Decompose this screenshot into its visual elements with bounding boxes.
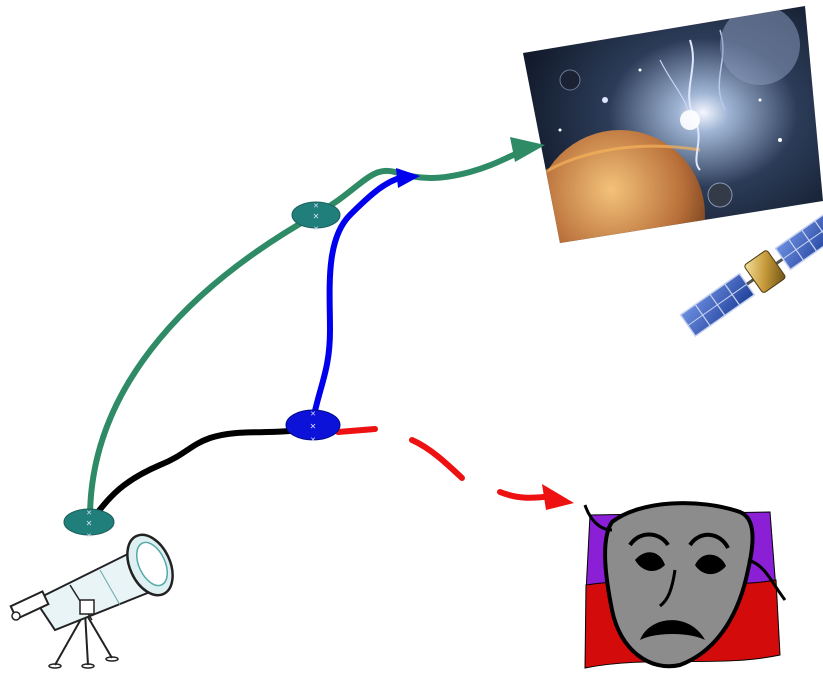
telescope-icon bbox=[9, 533, 174, 669]
svg-text:✕: ✕ bbox=[313, 212, 320, 221]
green-path bbox=[87, 147, 528, 521]
green-arrowhead bbox=[510, 137, 545, 162]
blue-path bbox=[310, 175, 403, 423]
svg-text:✕: ✕ bbox=[86, 519, 93, 528]
branch-node-blue: ✕ ✕ ✕ bbox=[285, 409, 341, 444]
black-path bbox=[89, 425, 315, 523]
svg-text:✕: ✕ bbox=[313, 202, 319, 210]
svg-text:✕: ✕ bbox=[310, 410, 316, 418]
start-node: ✕ ✕ ✕ bbox=[63, 508, 115, 540]
svg-text:✕: ✕ bbox=[310, 436, 316, 444]
satellite-icon bbox=[679, 211, 823, 338]
blue-arrowhead bbox=[396, 168, 420, 188]
red-path bbox=[335, 426, 574, 510]
svg-text:✕: ✕ bbox=[86, 509, 92, 517]
tragedy-mask-icon bbox=[583, 501, 787, 669]
red-arrowhead bbox=[542, 484, 574, 510]
svg-text:✕: ✕ bbox=[310, 422, 317, 431]
branch-node-green: ✕ ✕ ✕ bbox=[291, 201, 341, 233]
svg-text:✕: ✕ bbox=[86, 532, 92, 540]
solar-panel-left bbox=[679, 272, 756, 338]
space-scene-image bbox=[523, 6, 823, 243]
solar-panel-right bbox=[774, 211, 823, 271]
svg-text:✕: ✕ bbox=[313, 225, 319, 233]
